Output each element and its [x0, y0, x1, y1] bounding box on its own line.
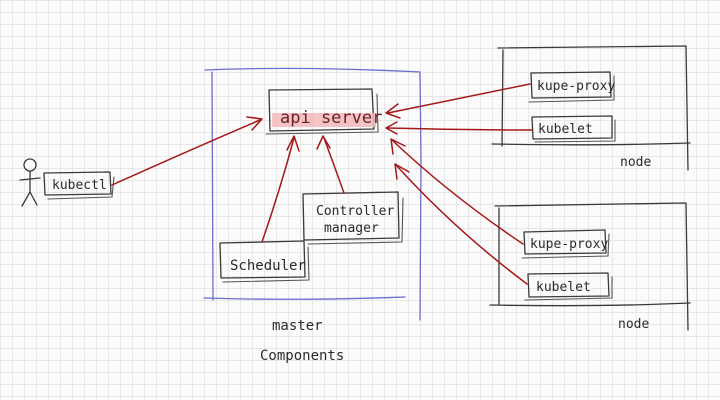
api-server-label: api server: [280, 108, 382, 128]
master-label: master: [272, 318, 323, 334]
scheduler-box: Scheduler: [219, 240, 310, 283]
arrow-kubectl-to-api-server: [111, 116, 263, 186]
node-1-kube-proxy-label: kupe-proxy: [537, 79, 615, 94]
scheduler-label: Scheduler: [230, 258, 306, 274]
master-components-box: master Components: [203, 67, 422, 364]
node-2-label: node: [618, 317, 649, 332]
node-2-box: node kupe-proxy kubelet: [489, 202, 691, 332]
node-2-kube-proxy-label: kupe-proxy: [530, 237, 608, 252]
node-1-box: node kupe-proxy kubelet: [491, 45, 691, 171]
api-server-highlight: [272, 113, 376, 127]
kubectl-label: kubectl: [52, 178, 107, 193]
node-2-kubelet-box: kubelet: [524, 272, 613, 301]
node-2-kube-proxy-box: kupe-proxy: [521, 229, 610, 259]
components-label: Components: [260, 348, 344, 364]
arrow-node2-kubelet-to-api-server: [394, 163, 528, 285]
node-1-kubelet-box: kubelet: [531, 115, 616, 143]
arrow-scheduler-to-api-server: [261, 135, 300, 243]
api-server-box: api server: [265, 88, 382, 135]
node-1-label: node: [620, 155, 651, 170]
user-stick-figure-icon: [19, 158, 41, 207]
node-1-kube-proxy-box: kupe-proxy: [528, 71, 615, 103]
arrow-controller-manager-to-api-server: [316, 135, 345, 194]
controller-manager-box: Controller manager: [302, 191, 404, 245]
arrow-node1-kubelet-to-api-server: [385, 121, 533, 135]
controller-manager-label-line1: Controller: [316, 204, 394, 219]
controller-manager-label-line2: manager: [324, 221, 379, 236]
arrow-node1-kube-proxy-to-api-server: [385, 83, 531, 119]
arrow-node2-kube-proxy-to-api-server: [390, 138, 524, 245]
kubectl-box: kubectl: [43, 171, 115, 200]
node-1-kubelet-label: kubelet: [538, 122, 593, 137]
node-2-kubelet-label: kubelet: [536, 280, 591, 295]
arrows: [111, 83, 533, 285]
